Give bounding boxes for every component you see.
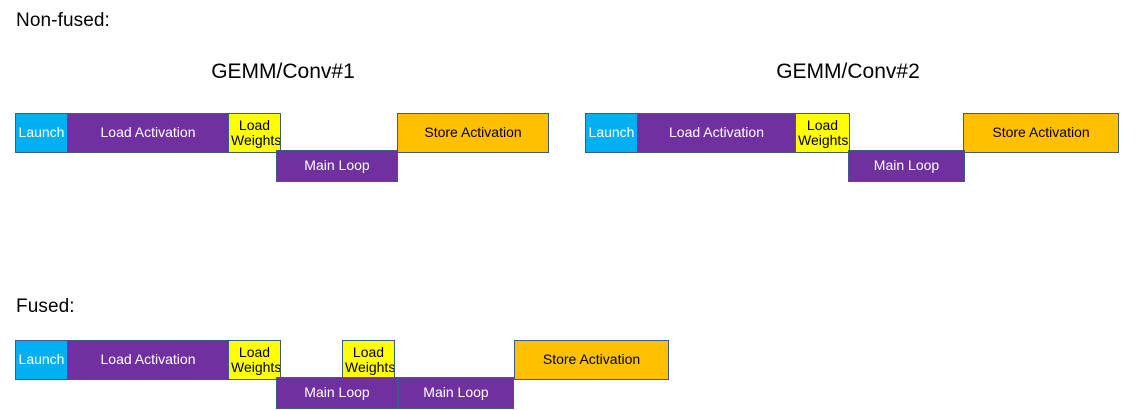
bar-load-weights-fused-2[interactable]: Load Weights [342, 340, 395, 380]
bar-load-weights-fused-2-label: Load Weights [343, 343, 395, 375]
bar-load-activation-fused[interactable]: Load Activation [67, 340, 229, 380]
bar-main-loop-nonfused-2[interactable]: Main Loop [848, 150, 965, 182]
bar-load-activation-nonfused-1-label: Load Activation [100, 124, 196, 141]
bar-load-activation-fused-label: Load Activation [100, 351, 196, 368]
bar-launch-nonfused-2-label: Launch [588, 124, 635, 141]
bar-load-weights-nonfused-1-label: Load Weights [229, 116, 281, 148]
bar-main-loop-fused-2[interactable]: Main Loop [398, 377, 514, 409]
bar-load-weights-nonfused-2-line2: Weights [798, 132, 849, 148]
bar-main-loop-fused-2-label: Main Loop [423, 384, 489, 401]
bar-main-loop-nonfused-1[interactable]: Main Loop [276, 150, 398, 182]
bar-store-activation-fused-label: Store Activation [542, 351, 641, 368]
bar-load-weights-nonfused-2-line1: Load [806, 116, 839, 133]
bar-main-loop-nonfused-2-label: Main Loop [873, 157, 940, 174]
group-title-gemm-conv-2: GEMM/Conv#2 [776, 60, 920, 83]
bar-main-loop-fused-1-label: Main Loop [304, 384, 370, 401]
section-label-non-fused: Non-fused: [16, 10, 110, 31]
bar-launch-nonfused-2[interactable]: Launch [585, 113, 638, 153]
bar-store-activation-nonfused-1-label: Store Activation [424, 124, 522, 141]
bar-load-weights-fused-1-line2: Weights [231, 359, 281, 375]
bar-load-weights-nonfused-2[interactable]: Load Weights [795, 113, 850, 153]
bar-launch-fused-label: Launch [18, 351, 65, 368]
bar-load-weights-nonfused-2-label: Load Weights [796, 116, 849, 148]
group-title-gemm-conv-1: GEMM/Conv#1 [211, 60, 355, 83]
bar-load-activation-nonfused-2-label: Load Activation [669, 124, 764, 141]
bar-store-activation-nonfused-2[interactable]: Store Activation [963, 113, 1119, 153]
bar-load-weights-nonfused-1[interactable]: Load Weights [228, 113, 281, 153]
bar-store-activation-nonfused-1[interactable]: Store Activation [397, 113, 549, 153]
bar-launch-nonfused-1-label: Launch [18, 124, 65, 141]
bar-load-activation-nonfused-2[interactable]: Load Activation [637, 113, 796, 153]
bar-load-activation-nonfused-1[interactable]: Load Activation [67, 113, 229, 153]
bar-load-weights-nonfused-1-line1: Load [238, 116, 271, 133]
bar-launch-fused[interactable]: Launch [15, 340, 68, 380]
bar-load-weights-nonfused-1-line2: Weights [231, 132, 281, 148]
bar-launch-nonfused-1[interactable]: Launch [15, 113, 68, 153]
bar-load-weights-fused-2-line1: Load [352, 343, 385, 360]
bar-main-loop-nonfused-1-label: Main Loop [304, 157, 370, 174]
section-label-fused: Fused: [16, 296, 75, 317]
bar-load-weights-fused-1-label: Load Weights [229, 343, 281, 375]
bar-store-activation-fused[interactable]: Store Activation [514, 340, 669, 380]
bar-load-weights-fused-1[interactable]: Load Weights [228, 340, 281, 380]
bar-main-loop-fused-1[interactable]: Main Loop [276, 377, 398, 409]
bar-store-activation-nonfused-2-label: Store Activation [992, 124, 1090, 141]
bar-load-weights-fused-2-line2: Weights [345, 359, 395, 375]
bar-load-weights-fused-1-line1: Load [238, 343, 271, 360]
